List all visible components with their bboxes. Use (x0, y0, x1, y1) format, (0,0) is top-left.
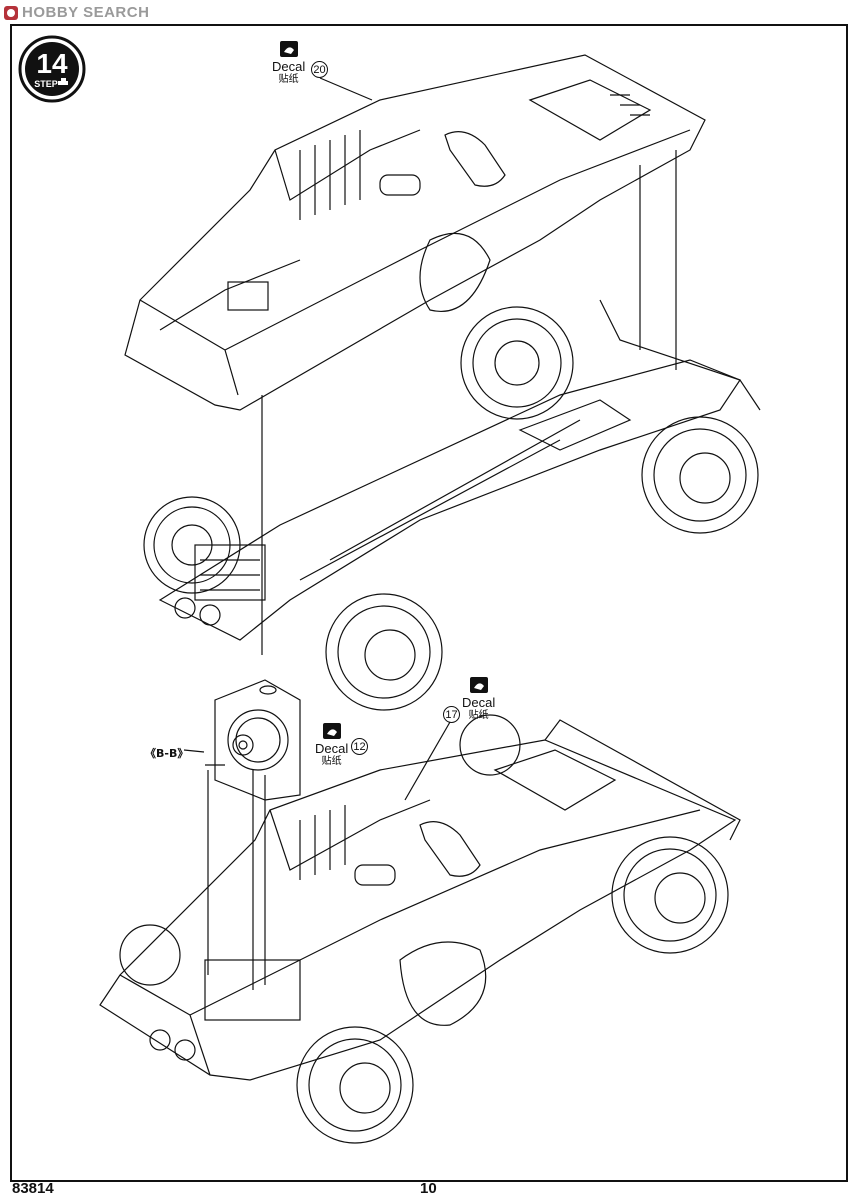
hobby-search-logo-icon (4, 5, 18, 20)
decal-12-marker: Decal 贴纸 (315, 722, 348, 768)
decal-label: Decal (462, 695, 496, 710)
step-badge: 14 STEP (18, 35, 86, 103)
vehicle-wheels (119, 714, 729, 1144)
callout-17: 17 (443, 706, 460, 723)
decal-20-marker: Decal 贴纸 (272, 40, 305, 86)
page-frame (10, 24, 848, 1182)
upper-hull-body (124, 54, 706, 411)
callout-20: 20 (311, 61, 328, 78)
product-code: 83814 (12, 1180, 54, 1197)
decal-label: Decal (315, 741, 349, 756)
chassis (158, 299, 761, 641)
decal-cn-label: 贴纸 (278, 74, 299, 85)
page-number: 10 (420, 1180, 437, 1197)
decal-cn-label: 贴纸 (468, 710, 489, 721)
callout-12: 12 (351, 738, 368, 755)
chassis-wheels (143, 306, 759, 711)
radiator-assembly (205, 679, 301, 801)
section-label-b-b: 《B-B》 (145, 747, 189, 760)
decal-sheet-icon (279, 41, 298, 57)
tank-icon (58, 78, 68, 85)
decal-cn-label: 贴纸 (321, 756, 342, 767)
watermark-text: HOBBY SEARCH (22, 4, 150, 21)
watermark: HOBBY SEARCH (4, 4, 149, 21)
step-label: STEP (34, 79, 58, 89)
decal-17-marker: Decal 贴纸 (462, 676, 495, 722)
decal-sheet-icon (322, 723, 341, 739)
decal-sheet-icon (469, 677, 488, 693)
assembled-vehicle (99, 719, 741, 1081)
decal-label: Decal (272, 59, 306, 74)
step-number: 14 (36, 48, 68, 79)
